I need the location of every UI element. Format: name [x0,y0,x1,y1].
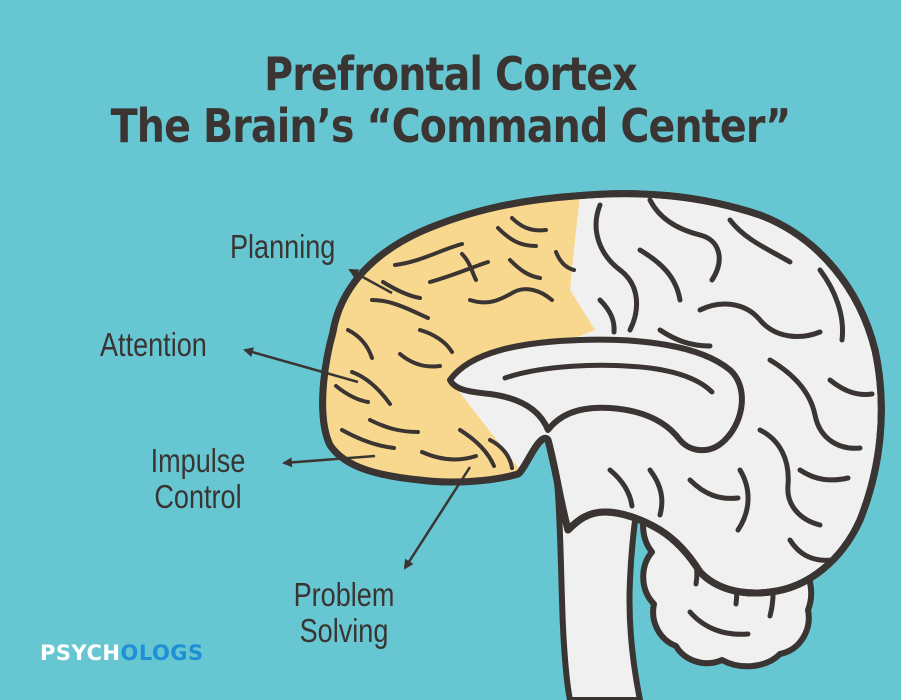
label-problem-line1: Problem [293,576,395,613]
label-problem-solving: Problem Solving [278,577,409,649]
corpus-callosum [447,336,745,454]
prefrontal-cortex-region [322,193,595,520]
label-problem-line2: Solving [299,612,389,649]
arrow-problem-solving [403,466,472,570]
label-attention: Attention [100,326,207,363]
arrow-planning [348,268,393,295]
label-impulse-control: Impulse Control [132,443,263,515]
logo-part-1: PSYCH [40,641,121,665]
label-impulse-line1: Impulse [150,442,246,479]
label-planning: Planning [230,228,336,265]
label-impulse-line2: Control [154,478,242,515]
title-line-1: Prefrontal Cortex [264,47,638,101]
logo-part-2: OLOGS [120,641,204,665]
arrow-attention [243,347,359,384]
title-line-2: The Brain’s “Command Center” [110,99,792,153]
arrow-impulse-control [282,454,376,468]
psychologs-logo: PSYCHOLOGS [40,641,204,665]
